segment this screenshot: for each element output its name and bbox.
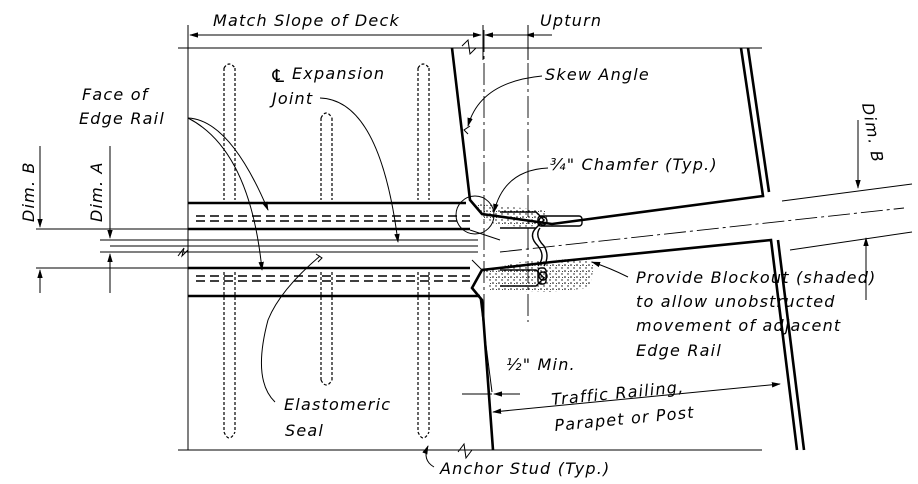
label-traffic-2: Parapet or Post (554, 403, 696, 435)
anchor-stud (417, 272, 430, 439)
anchor-stud (417, 63, 430, 200)
anchor-stud (223, 272, 236, 439)
bottom-reference-line (178, 442, 762, 460)
label-traffic-1: Traffic Railing, (551, 377, 686, 409)
anchor-stud (320, 272, 333, 386)
label-face-of: Face of (82, 85, 150, 104)
label-chamfer: ¾" Chamfer (Typ.) (550, 155, 718, 174)
joint-device (455, 195, 583, 287)
label-anchor-stud: Anchor Stud (Typ.) (439, 459, 610, 478)
anchor-stud (223, 63, 236, 200)
bottom-dimensions (462, 297, 781, 414)
label-match-slope: Match Slope of Deck (213, 11, 400, 30)
anchor-stud (320, 112, 333, 200)
label-dim-a: Dim. A (87, 161, 106, 222)
label-seal: Seal (285, 421, 324, 440)
left-dimensions (36, 146, 188, 293)
label-blockout-4: Edge Rail (636, 341, 722, 360)
anchor-studs (223, 63, 430, 439)
label-dim-b-right: Dim. B (858, 101, 887, 164)
label-blockout-2: to allow unobstructed (636, 292, 836, 311)
top-dimension (178, 25, 762, 60)
label-joint: Joint (269, 89, 313, 108)
label-dim-b-left: Dim. B (19, 161, 38, 222)
label-elastomeric: Elastomeric (284, 395, 391, 414)
edge-rails (188, 201, 480, 298)
label-cl-symbol: ℄ (270, 66, 287, 87)
label-expansion: Expansion (292, 64, 385, 83)
label-blockout-3: movement of adjacent (636, 316, 841, 335)
leader-lines (187, 75, 629, 468)
joint-opening (110, 239, 478, 258)
text-labels: Match Slope of Deck Upturn ℄ Expansion J… (19, 11, 887, 478)
centerlines (483, 30, 913, 322)
label-skew-angle: Skew Angle (545, 65, 650, 84)
label-upturn: Upturn (540, 11, 602, 30)
label-half-min: ½" Min. (506, 355, 576, 374)
label-blockout-1: Provide Blockout (shaded) (636, 268, 877, 287)
label-edge-rail: Edge Rail (79, 109, 165, 128)
